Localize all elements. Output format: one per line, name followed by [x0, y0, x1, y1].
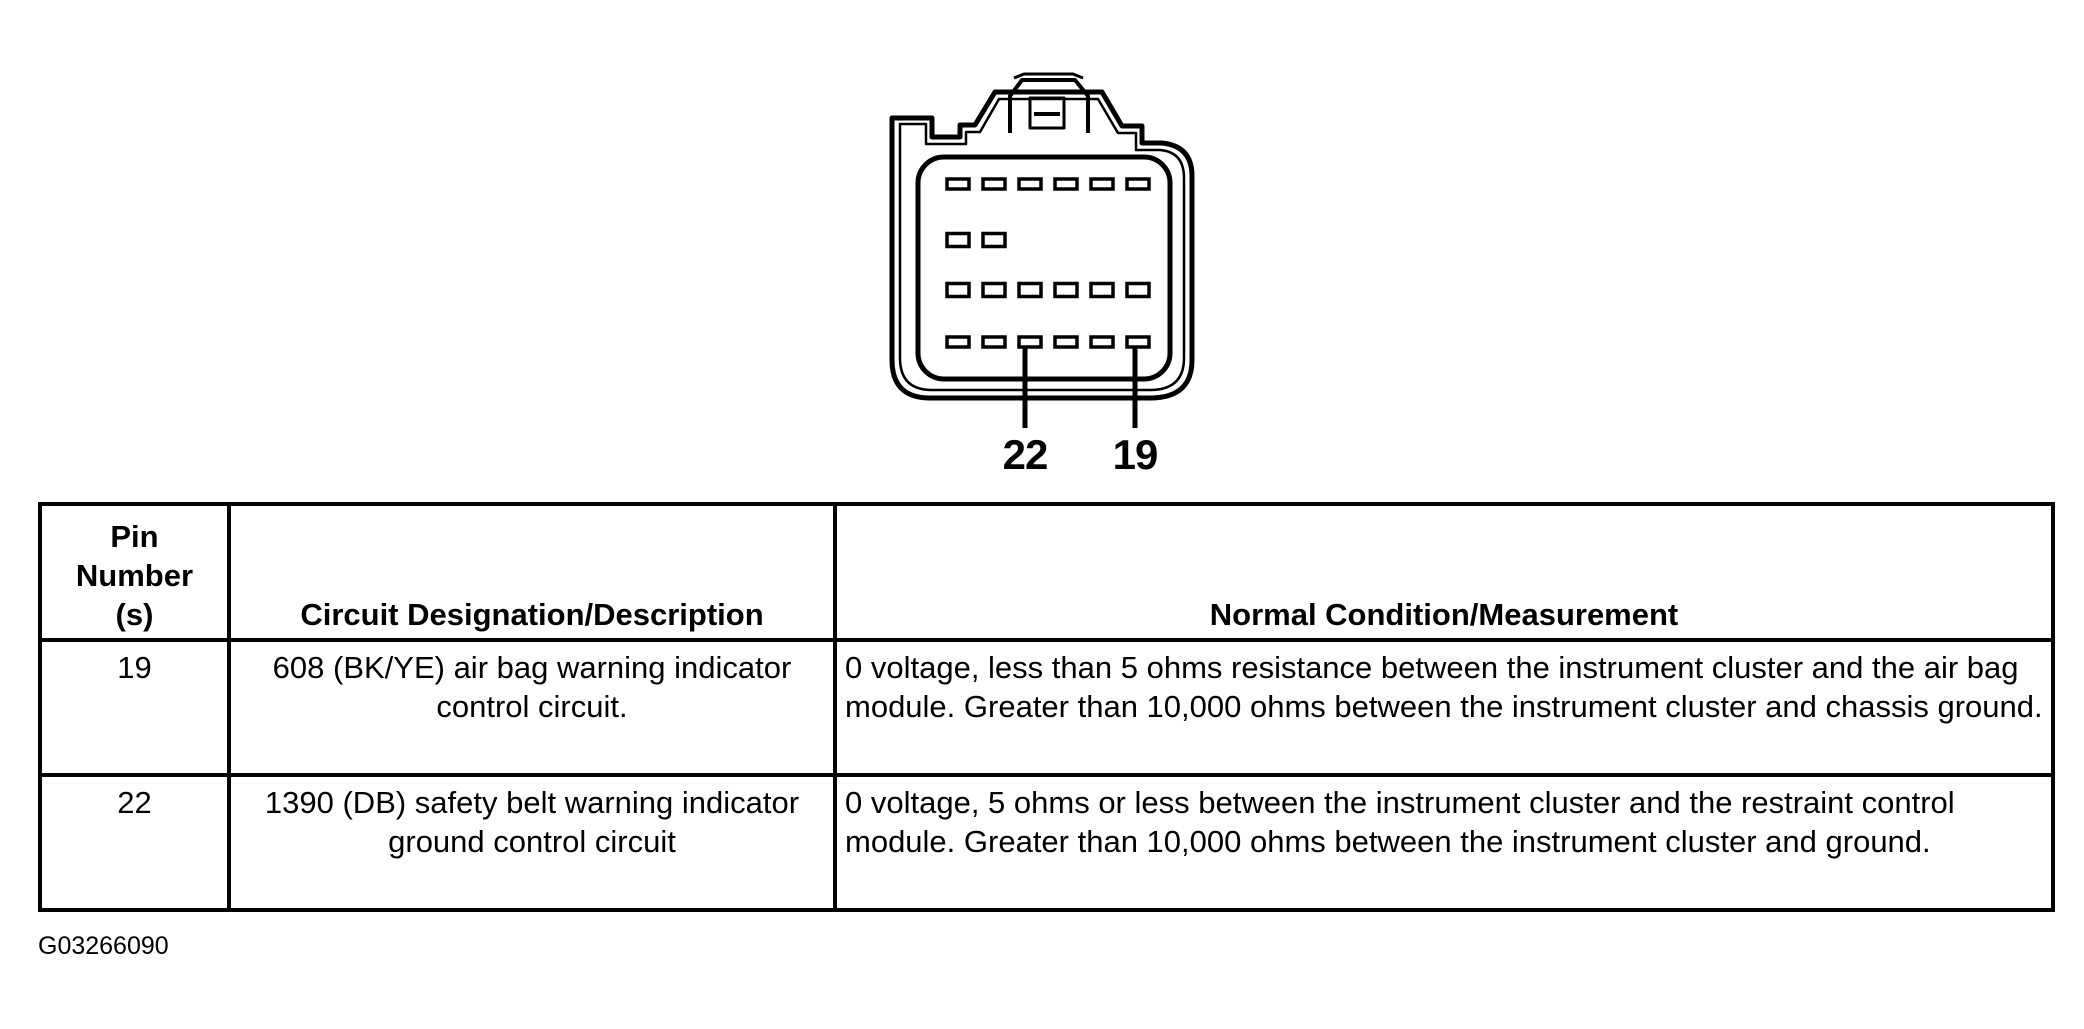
header-circuit: Circuit Designation/Description [227, 502, 837, 642]
cell-circuit: 608 (BK/YE) air bag warning indicator co… [227, 638, 837, 777]
pin-cavity [1089, 281, 1115, 299]
pin-cavity [945, 335, 971, 349]
table-header-row: Pin Number (s) Circuit Designation/Descr… [38, 502, 2055, 642]
pin-cavity [945, 281, 971, 299]
pin-cavity [1125, 281, 1151, 299]
pin-cavity [1089, 177, 1115, 191]
pin-cavity [1089, 335, 1115, 349]
header-pin-line-2: Number [75, 558, 194, 593]
figure-code: G03266090 [38, 932, 169, 960]
connector-latch [1008, 78, 1090, 133]
pin-cavity [981, 177, 1007, 191]
pin-cavity [1125, 177, 1151, 191]
pin-cavity [981, 335, 1007, 349]
pin-cavity [1017, 281, 1043, 299]
header-pin-line-1: Pin [110, 519, 159, 554]
cell-pin: 19 [38, 638, 231, 777]
pin-cavity [945, 177, 971, 191]
cell-pin: 22 [38, 773, 231, 912]
pin-cavity [945, 231, 971, 249]
pin-cavity-area [915, 154, 1173, 382]
header-pin-number: Pin Number (s) [38, 502, 231, 642]
pin-cavity [1053, 177, 1079, 191]
pin-cavity [981, 281, 1007, 299]
pin-cavity [1053, 281, 1079, 299]
cell-normal-condition: 0 voltage, 5 ohms or less between the in… [833, 773, 2055, 912]
header-pin-line-3: (s) [115, 597, 154, 632]
table-row: 22 1390 (DB) safety belt warning indicat… [38, 773, 2055, 912]
pin-cavity [1017, 335, 1043, 349]
pin-cavity [1125, 335, 1151, 349]
callout-lines [1022, 348, 1138, 428]
callout-label-22: 22 [1002, 431, 1049, 478]
header-normal-condition: Normal Condition/Measurement [833, 502, 2055, 642]
pin-cavity [1053, 335, 1079, 349]
connector-diagram: 22 19 [0, 0, 2084, 500]
cell-normal-condition: 0 voltage, less than 5 ohms resistance b… [833, 638, 2055, 777]
cell-circuit: 1390 (DB) safety belt warning indicator … [227, 773, 837, 912]
table-row: 19 608 (BK/YE) air bag warning indicator… [38, 638, 2055, 777]
pin-table: Pin Number (s) Circuit Designation/Descr… [38, 502, 2055, 912]
connector-housing-inner [898, 97, 1186, 392]
pin-grid [945, 177, 1151, 349]
pin-cavity [981, 231, 1007, 249]
connector-housing-outer [889, 89, 1195, 401]
connector-face-view [889, 72, 1195, 428]
callout-label-19: 19 [1112, 431, 1159, 478]
latch-top-ridge [1013, 72, 1084, 80]
latch-window [1028, 96, 1066, 130]
pin-cavity [1017, 177, 1043, 191]
